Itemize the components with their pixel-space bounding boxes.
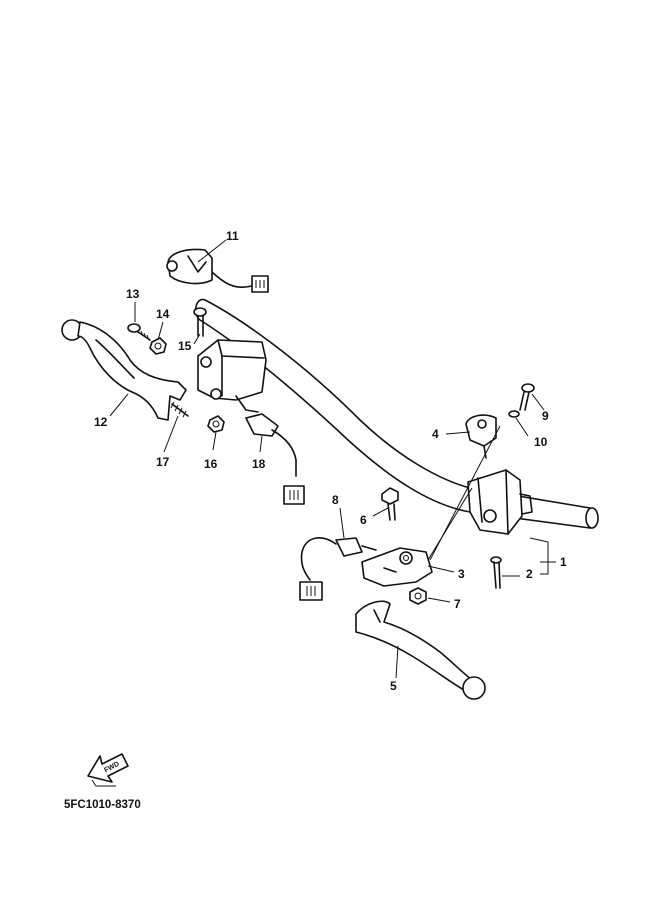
- part-17-screw: [170, 401, 189, 418]
- part-3-bracket: [361, 547, 433, 587]
- part-14-nut: [149, 337, 167, 355]
- part-18-switch-wire: [245, 413, 305, 505]
- callout-16: 16: [204, 457, 218, 471]
- callouts: 1 2 3 4 5 6 7 8 9 10 11 12 13 14 15 16 1…: [94, 229, 567, 693]
- callout-7: 7: [454, 597, 461, 611]
- callout-10: 10: [534, 435, 548, 449]
- callout-2: 2: [526, 567, 533, 581]
- part-13-bolt: [127, 323, 151, 341]
- callout-8: 8: [332, 493, 339, 507]
- callout-14: 14: [156, 307, 170, 321]
- callout-18: 18: [252, 457, 266, 471]
- part-4-clip: [465, 414, 497, 459]
- part-8-brake-switch: [299, 537, 377, 601]
- part-10-washer: [508, 410, 520, 418]
- callout-15: 15: [178, 339, 192, 353]
- part-2-bolt: [490, 556, 502, 589]
- part-5-brake-lever: [355, 600, 486, 700]
- diagram-code: 5FC1010-8370: [64, 799, 141, 811]
- callout-17: 17: [156, 455, 170, 469]
- callout-9: 9: [542, 409, 549, 423]
- callout-12: 12: [94, 415, 108, 429]
- callout-6: 6: [360, 513, 367, 527]
- leader-lines: [109, 239, 556, 679]
- callout-11: 11: [226, 229, 239, 243]
- fwd-arrow-icon: FWD: [87, 753, 129, 787]
- part-1-holder: [467, 469, 533, 535]
- callout-1: 1: [560, 555, 567, 569]
- part-15-bolt: [193, 307, 207, 337]
- part-16-nut: [207, 415, 225, 433]
- callout-13: 13: [126, 287, 140, 301]
- part-12-clutch-lever: [61, 319, 187, 421]
- callout-3: 3: [458, 567, 465, 581]
- part-7-nut: [409, 587, 427, 605]
- left-lever-bracket: [197, 339, 267, 413]
- part-6-bolt: [381, 487, 399, 521]
- part-9-screw: [519, 383, 535, 411]
- handlebar: [194, 298, 599, 529]
- callout-4: 4: [432, 427, 439, 441]
- callout-5: 5: [390, 679, 397, 693]
- part-11-switch: [166, 248, 269, 293]
